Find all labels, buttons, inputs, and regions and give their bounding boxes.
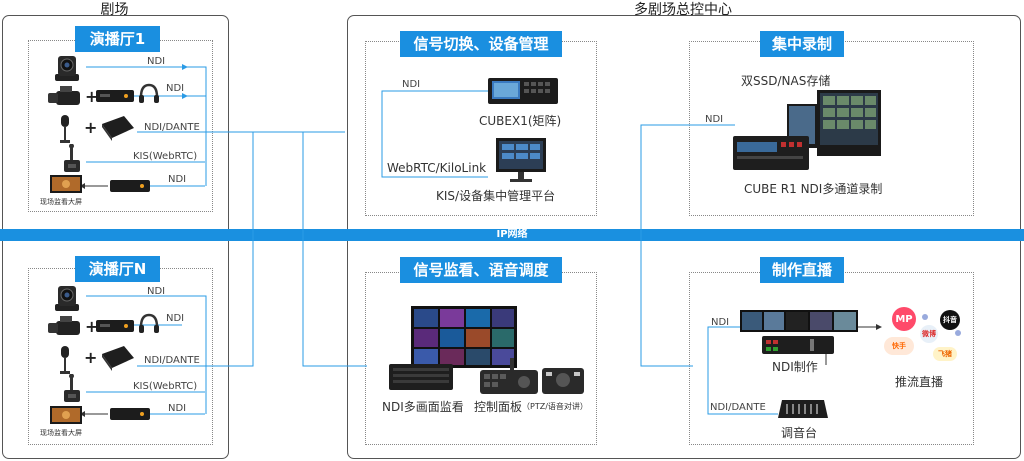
big-screen-icon <box>50 175 82 193</box>
production-streaming: 推流直播 <box>895 375 944 389</box>
cubex1-matrix-icon <box>488 78 558 104</box>
production-link-ndi: NDI <box>711 317 730 328</box>
production-link-dante: NDI/DANTE <box>710 402 766 413</box>
recording-link-ndi: NDI <box>705 114 724 125</box>
feizhu-logo-icon: 飞猪 <box>933 347 957 361</box>
kis-platform-monitor-icon <box>496 138 546 182</box>
hallN-link-5: NDI <box>168 403 187 414</box>
theater-title: 剧场 <box>100 2 129 18</box>
encoder-icon <box>96 90 134 102</box>
decoder-icon <box>110 408 150 420</box>
headset-icon <box>139 83 159 103</box>
intercom-icon <box>64 144 80 172</box>
switching-link-webrtc: WebRTC/KiloLink <box>387 161 487 175</box>
production-title: 制作直播 <box>760 257 844 283</box>
monitoring-device-1: NDI多画面监看 <box>382 400 464 414</box>
production-device-2: 调音台 <box>781 426 818 440</box>
ndi-production-switcher-icon <box>740 310 858 354</box>
control-center-title: 多剧场总控中心 <box>634 2 732 18</box>
douyin-logo-icon: 抖音 <box>940 310 960 330</box>
switching-title: 信号切换、设备管理 <box>400 31 562 57</box>
production-device-1: NDI制作 <box>772 360 818 374</box>
ip-network-label: IP网络 <box>496 229 528 240</box>
kuaishou-logo-icon: 快手 <box>884 337 914 355</box>
recording-storage: 双SSD/NAS存储 <box>741 74 831 88</box>
cube-r1-recorder-icon <box>733 90 881 170</box>
recording-device: CUBE R1 NDI多通道录制 <box>744 182 883 196</box>
dot-icon <box>955 330 961 336</box>
hall1-title: 演播厅1 <box>75 26 160 52</box>
plus-sign: + <box>85 87 99 106</box>
hallN-screen-caption: 现场监看大屏 <box>40 429 82 437</box>
monitoring-title: 信号监看、语音调度 <box>400 257 562 283</box>
microphone-icon <box>60 346 70 374</box>
audio-interface-icon <box>102 346 134 371</box>
control-panel-icon <box>480 358 584 394</box>
switching-device-2: KIS/设备集中管理平台 <box>436 189 556 203</box>
audio-interface-icon <box>102 116 134 141</box>
big-screen-icon <box>50 406 82 424</box>
multiview-monitor-icon <box>389 306 517 390</box>
hall1-link-3: NDI/DANTE <box>144 122 200 133</box>
camcorder-icon <box>48 316 80 335</box>
monitoring-device-2: 控制面板 <box>474 400 523 414</box>
ip-network-bar: IP网络 <box>0 229 1024 241</box>
hallN-link-1: NDI <box>147 286 166 297</box>
switching-device-1: CUBEX1(矩阵) <box>479 114 562 128</box>
plus-sign: + <box>84 118 98 137</box>
mp-logo-icon: MP <box>892 307 916 331</box>
hallN-link-2: NDI <box>166 313 185 324</box>
hallN-link-4: KIS(WebRTC) <box>133 381 198 392</box>
headset-icon <box>139 313 159 333</box>
weibo-logo-icon: 微博 <box>920 325 938 343</box>
decoder-icon <box>110 180 150 192</box>
switching-link-ndi: NDI <box>402 79 421 90</box>
ptz-camera-icon <box>55 286 79 311</box>
hallN-link-3: NDI/DANTE <box>144 355 200 366</box>
hall1-link-4: KIS(WebRTC) <box>133 151 198 162</box>
intercom-icon <box>64 374 80 402</box>
microphone-icon <box>60 115 70 143</box>
dot-icon <box>922 314 928 320</box>
hall1-link-5: NDI <box>168 174 187 185</box>
audio-mixer-icon <box>778 400 828 418</box>
monitoring-device-2-note: （PTZ/语音对讲） <box>522 402 588 411</box>
hall1-link-1: NDI <box>147 56 166 67</box>
hallN-title: 演播厅N <box>75 256 160 282</box>
encoder-icon <box>96 320 134 332</box>
hall1-screen-caption: 现场监看大屏 <box>40 198 82 206</box>
ptz-camera-icon <box>55 56 79 81</box>
plus-sign: + <box>84 348 98 367</box>
hall1-link-2: NDI <box>166 83 185 94</box>
plus-sign: + <box>85 317 99 336</box>
recording-title: 集中录制 <box>760 31 844 57</box>
camcorder-icon <box>48 86 80 105</box>
